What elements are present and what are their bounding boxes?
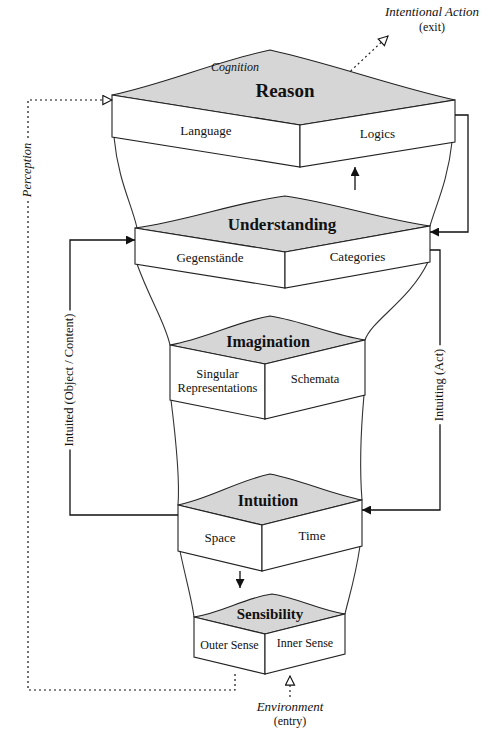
flow-arrow (354, 167, 355, 190)
faculty-slab: IntuitionSpace Time (178, 468, 362, 571)
connector-label: Intuited (Object / Content) (63, 311, 77, 450)
connector-label: Intuiting (Act) (433, 346, 447, 425)
face-polygon (170, 345, 265, 419)
flow-arrow (239, 571, 240, 588)
faculty-name: Reason (255, 81, 314, 100)
slab-front-face: Logics (300, 100, 455, 167)
faculty-slab: ReasonLanguage Logics (112, 44, 455, 167)
slab-joint-line (365, 262, 428, 340)
faculty-name: Imagination (226, 334, 310, 350)
face-polygon (265, 340, 365, 419)
slab-joint-line (430, 142, 452, 226)
face-polygon (135, 228, 285, 288)
exit-note: (exit) (419, 21, 445, 34)
face-label: Singular Representations (172, 368, 263, 396)
face-label: Outer Sense (196, 639, 263, 652)
entry-note: (entry) (274, 715, 307, 728)
slab-front-face: Schemata (265, 340, 365, 419)
faculty-name: Intuition (238, 493, 298, 509)
faculty-name: Sensibility (237, 607, 304, 622)
face-polygon (265, 614, 345, 674)
entry-label: Environment (257, 700, 324, 714)
slab-joint-line (137, 264, 170, 345)
slab-joint-line (345, 546, 360, 614)
faculty-slab: SensibilityOuter Sense Inner Sense (194, 588, 345, 674)
face-polygon (262, 500, 362, 571)
slab-front-face: Space (178, 505, 262, 571)
flow-arrow (70, 240, 178, 515)
slab-front-face: Categories (285, 226, 430, 288)
slab-front-face: Time (262, 500, 362, 571)
face-polygon (194, 617, 265, 674)
face-polygon (178, 505, 262, 571)
slab-front-face: Singular Representations (170, 345, 265, 419)
face-label: Time (264, 528, 360, 542)
face-polygon (112, 95, 300, 167)
slab-front-face: Language (112, 95, 300, 167)
faculty-name: Understanding (228, 216, 337, 233)
slab-front-face: Outer Sense (194, 617, 265, 674)
faculty-slab: UnderstandingGegenstände Categories (135, 190, 430, 288)
face-polygon (285, 226, 430, 288)
face-label: Gegenstände (137, 251, 283, 265)
slab-joint-line (361, 395, 364, 500)
entry-dotted-arrow (289, 676, 290, 697)
face-label: Space (180, 531, 260, 545)
slab-joint-line (171, 400, 179, 505)
face-label: Schemata (267, 373, 363, 387)
flow-arrow (362, 250, 440, 510)
connector-label: Perception (21, 140, 35, 200)
exit-label: Intentional Action (385, 5, 479, 19)
slab-joint-line (180, 551, 194, 617)
faculty-slab: ImaginationSingular Representations Schem… (170, 310, 365, 419)
face-label: Language (114, 124, 298, 138)
face-polygon (300, 100, 455, 167)
flow-label: Cognition (211, 61, 259, 74)
slab-front-face: Gegenstände (135, 228, 285, 288)
face-label: Inner Sense (267, 637, 343, 650)
slab-joint-line (114, 137, 137, 228)
slab-front-face: Inner Sense (265, 614, 345, 674)
face-label: Logics (302, 126, 453, 140)
face-label: Categories (287, 250, 428, 264)
